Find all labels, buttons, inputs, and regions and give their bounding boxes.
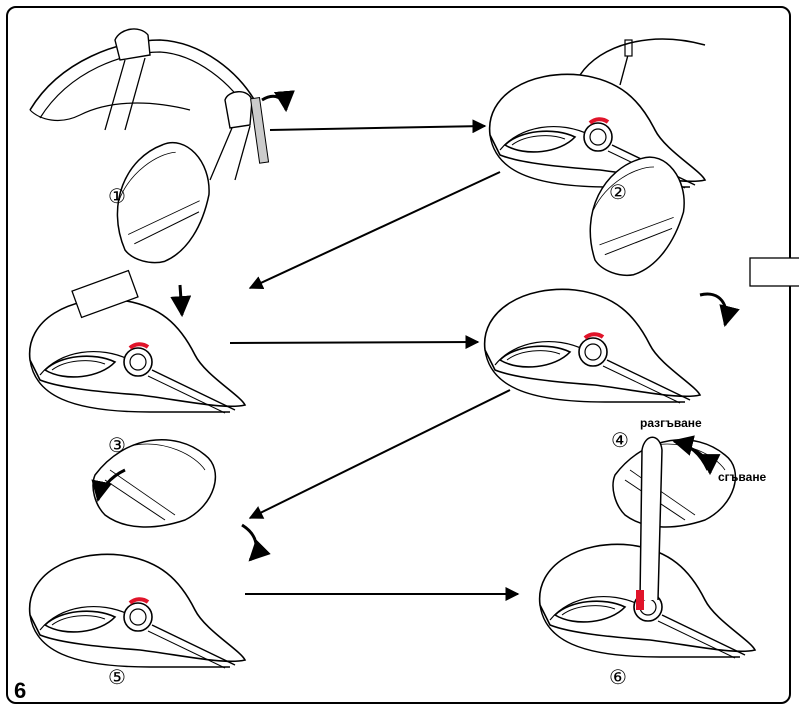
step-2-number: ② — [609, 180, 627, 204]
step-5-illustration — [30, 440, 256, 668]
step-4-number: ④ — [611, 428, 629, 452]
step-6-number: ⑥ — [609, 665, 627, 689]
step-3-illustration — [30, 128, 245, 413]
unfold-label: разгъване — [640, 416, 702, 430]
fold-label: сгъване — [718, 470, 766, 484]
flow-arrow-2-3 — [250, 172, 500, 288]
step-1-number: ① — [108, 184, 126, 208]
step-4-illustration — [485, 141, 799, 403]
flow-arrow-3-4 — [230, 342, 478, 343]
step-3-number: ③ — [108, 433, 126, 457]
flow-arrow-1-2 — [270, 126, 485, 130]
flow-arrow-4-5 — [250, 390, 510, 518]
figure-number: 6 — [14, 678, 26, 704]
step-2-illustration — [490, 39, 705, 188]
step-5-number: ⑤ — [108, 665, 126, 689]
